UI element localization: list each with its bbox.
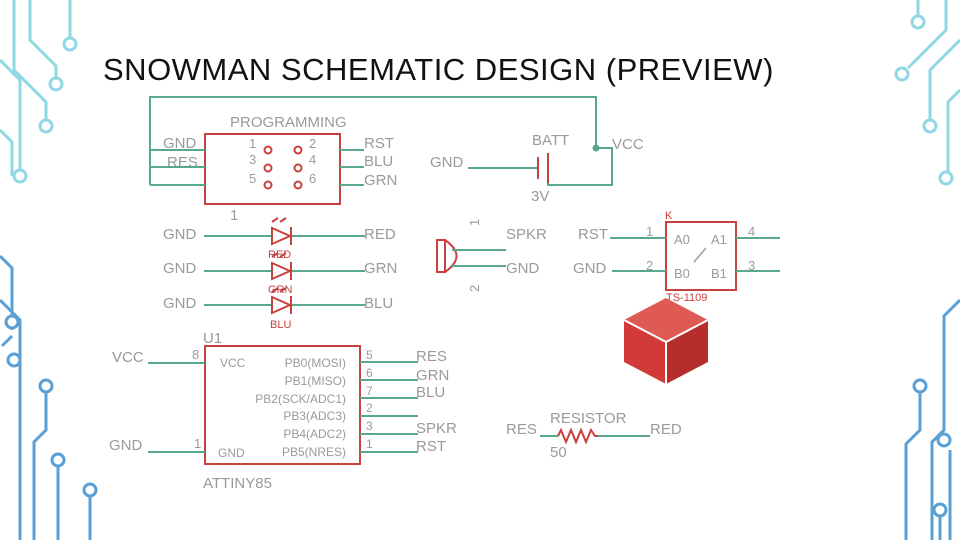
vcc-top-net [149, 96, 597, 185]
led-green: GND GRN GRN [163, 252, 397, 296]
mcu-net-label: RST [416, 438, 446, 455]
led-red-right-label: RED [364, 226, 396, 243]
mcu-net-label: RES [416, 348, 447, 365]
led-red: GND RED RED [163, 217, 396, 261]
resistor: RESISTOR RES RED 50 [506, 410, 682, 461]
mcu-body [204, 345, 361, 465]
switch-pin-1: 1 [646, 224, 653, 239]
switch-pin-2: 2 [646, 258, 653, 273]
mcu-pin-number: 5 [366, 348, 373, 362]
battery-name: BATT [532, 132, 569, 149]
mcu-vcc-pin: 8 [192, 347, 199, 362]
battery-right-label: VCC [612, 136, 644, 153]
switch-left-label-2: GND [573, 260, 607, 277]
mcu-net-label: GRN [416, 367, 449, 384]
mcu-vcc-label: VCC [112, 349, 144, 366]
led-green-name: GRN [268, 284, 293, 296]
led-blue-name: BLU [270, 319, 291, 331]
slide-title: SNOWMAN SCHEMATIC DESIGN (PREVIEW) [103, 52, 774, 87]
mcu-pin-name: PB5(NRES) [282, 445, 346, 459]
mcu-name: ATTINY85 [203, 475, 272, 492]
mcu-gnd-pin: 1 [194, 436, 201, 451]
programming-left-label-1: GND [163, 135, 197, 152]
mcu-inner-gnd: GND [218, 446, 245, 460]
switch-body [665, 221, 737, 291]
programming-pin-5: 5 [249, 171, 256, 186]
mcu-net-label: BLU [416, 384, 445, 401]
led-blue: GND BLU BLU [163, 287, 393, 331]
switch-ref: K [665, 210, 673, 222]
mcu-gnd-label: GND [109, 437, 143, 454]
switch-left-label-1: RST [578, 226, 608, 243]
programming-pin-pads [263, 145, 303, 190]
mcu-inner-vcc: VCC [220, 356, 246, 370]
speaker-pin-1: 1 [467, 219, 482, 226]
switch-inner-b0: B0 [674, 266, 690, 281]
switch-inner-a1: A1 [711, 232, 727, 247]
led-red-name: RED [268, 249, 291, 261]
programming-right-label-3: GRN [364, 172, 397, 189]
programming-right-label-1: RST [364, 135, 394, 152]
cube-icon [623, 298, 709, 384]
mcu-pin-number: 3 [366, 419, 373, 433]
mcu-pin-name: PB0(MOSI) [285, 356, 346, 370]
programming-body [204, 133, 341, 205]
mcu-net-label: SPKR [416, 420, 457, 437]
led-green-left-label: GND [163, 260, 197, 277]
speaker-label-bottom: GND [506, 260, 540, 277]
circuit-decoration-top-left [0, 0, 78, 184]
mcu-pin-name: PB1(MISO) [285, 374, 346, 388]
mcu-pin-number: 7 [366, 384, 373, 398]
programming-pin-6: 6 [309, 171, 316, 186]
led-blue-right-label: BLU [364, 295, 393, 312]
speaker: 1 2 SPKR GND [436, 219, 547, 292]
circuit-decoration-top-right [894, 0, 960, 186]
mcu-pin-number: 6 [366, 366, 373, 380]
circuit-decoration-bottom-right [904, 298, 960, 540]
resistor-left-label: RES [506, 421, 537, 438]
speaker-pin-2: 2 [467, 285, 482, 292]
circuit-decoration-bottom-left [0, 254, 98, 540]
programming-title: PROGRAMMING [230, 114, 347, 131]
mcu-pin-name: PB3(ADC3) [283, 409, 346, 423]
mcu-pin-name: PB4(ADC2) [283, 427, 346, 441]
led-blue-left-label: GND [163, 295, 197, 312]
mcu-pin-name: PB2(SCK/ADC1) [255, 392, 346, 406]
switch-pin-3: 3 [748, 258, 755, 273]
led-part-marker: 1 [230, 207, 238, 224]
switch: K RST GND 1 2 4 3 A0 A1 B0 B1 TS-1109 [573, 210, 780, 304]
mcu-ref: U1 [203, 330, 222, 347]
mcu: U1 VCC GND 8 1 VCC GND PB0(MOSI) PB1(MIS… [109, 330, 457, 492]
mcu-pin-number: 1 [366, 437, 373, 451]
switch-pin-4: 4 [748, 224, 755, 239]
mcu-pin-number: 2 [366, 401, 373, 415]
led-red-left-label: GND [163, 226, 197, 243]
programming-pin-4: 4 [309, 152, 316, 167]
programming-pin-2: 2 [309, 136, 316, 151]
switch-inner-a0: A0 [674, 232, 690, 247]
programming-right-label-2: BLU [364, 153, 393, 170]
speaker-label-top: SPKR [506, 226, 547, 243]
programming-pin-3: 3 [249, 152, 256, 167]
resistor-name: RESISTOR [550, 410, 627, 427]
switch-name: TS-1109 [666, 292, 707, 304]
programming-pin-1: 1 [249, 136, 256, 151]
switch-inner-b1: B1 [711, 266, 727, 281]
battery: BATT GND VCC 3V [430, 132, 644, 205]
led-green-right-label: GRN [364, 260, 397, 277]
programming-left-label-2: RES [167, 154, 198, 171]
resistor-right-label: RED [650, 421, 682, 438]
programming-header: PROGRAMMING GND RES 1 2 3 4 5 6 RST BLU … [150, 114, 397, 224]
battery-value: 3V [531, 188, 549, 205]
battery-left-label: GND [430, 154, 464, 171]
resistor-value: 50 [550, 444, 567, 461]
